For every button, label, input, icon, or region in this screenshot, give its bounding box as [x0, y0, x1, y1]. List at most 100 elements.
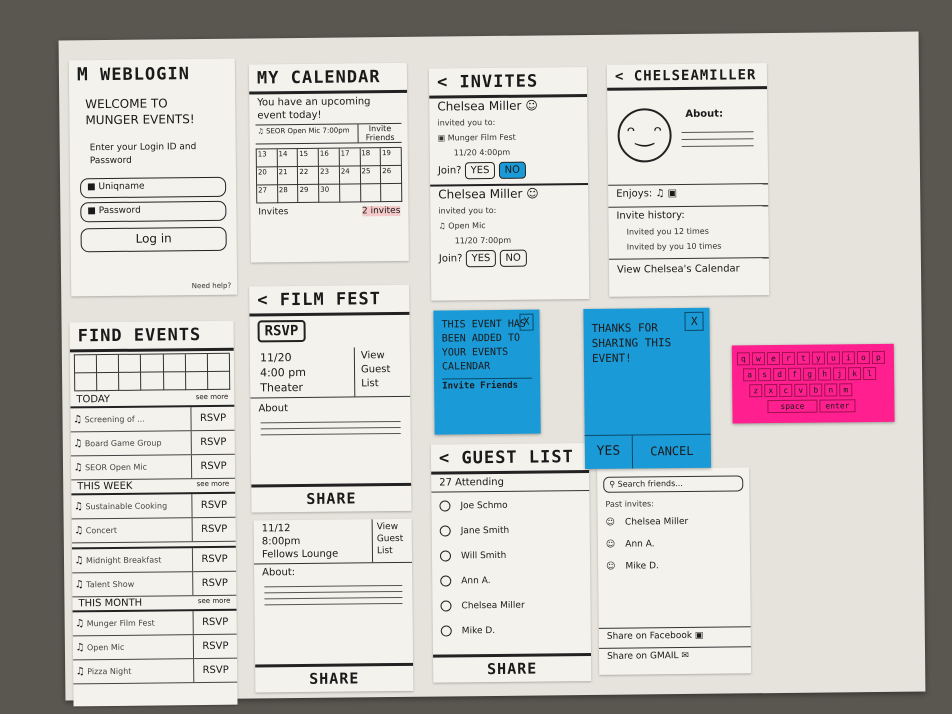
calendar-day[interactable]: 25 [360, 166, 382, 185]
key-o[interactable]: o [856, 351, 871, 365]
event-name[interactable]: Munger Film Fest [86, 618, 155, 628]
enter-key[interactable]: enter [819, 399, 856, 413]
key-u[interactable]: u [826, 351, 841, 365]
calendar-day[interactable] [163, 372, 186, 391]
key-r[interactable]: r [781, 351, 796, 365]
share-button[interactable]: SHARE [251, 482, 412, 513]
calendar-day[interactable] [207, 371, 231, 390]
yes-button[interactable]: YES [465, 249, 497, 268]
calendar-day[interactable]: 24 [339, 166, 361, 185]
checkbox-icon[interactable] [440, 575, 452, 587]
event-name[interactable]: Screening of ... [84, 414, 145, 424]
space-key[interactable]: space [767, 399, 818, 414]
rsvp-button[interactable]: RSVP [192, 634, 238, 659]
past-invite-item[interactable]: ☺Ann A. [606, 532, 742, 555]
event-name[interactable]: Talent Show [86, 579, 135, 589]
inviter-name[interactable]: Chelsea Miller [438, 186, 523, 202]
invite-friends-button[interactable]: Invite Friends [357, 123, 402, 143]
view-calendar-link[interactable]: View Chelsea's Calendar [608, 257, 770, 279]
calendar-day[interactable] [163, 354, 186, 373]
inviter-name[interactable]: Chelsea Miller [437, 98, 522, 114]
rsvp-button[interactable]: RSVP [193, 658, 238, 683]
rsvp-button[interactable]: RSVP [192, 610, 237, 635]
share-button[interactable]: SHARE [433, 652, 592, 683]
rsvp-button[interactable]: RSVP [191, 547, 237, 572]
calendar-day[interactable] [185, 371, 209, 391]
calendar-day[interactable] [97, 372, 120, 392]
yes-button[interactable]: YES [464, 161, 496, 180]
event-name[interactable]: Open Mic [86, 642, 125, 652]
login-button[interactable]: Log in [80, 226, 227, 253]
cancel-button[interactable]: CANCEL [650, 443, 694, 459]
share-gmail-button[interactable]: Share on GMAIL ✉ [598, 646, 752, 665]
find-calendar-grid[interactable] [73, 352, 231, 392]
share-button[interactable]: SHARE [255, 662, 414, 693]
key-i[interactable]: i [841, 351, 856, 365]
event-name[interactable]: Sustainable Cooking [85, 500, 168, 511]
event-name[interactable]: Board Game Group [84, 437, 162, 448]
yes-button[interactable]: YES [584, 435, 634, 470]
calendar-day[interactable]: 13 [256, 149, 278, 168]
rsvp-button[interactable]: RSVP [192, 571, 237, 596]
calendar-day[interactable] [119, 354, 142, 373]
key-z[interactable]: z [749, 384, 763, 398]
see-more-link[interactable]: see more [196, 479, 230, 489]
invite-event[interactable]: Open Mic [448, 221, 486, 231]
calendar-day[interactable]: 26 [381, 165, 403, 185]
key-y[interactable]: y [811, 351, 826, 365]
calendar-day[interactable] [119, 372, 142, 391]
event-name[interactable]: Pizza Night [87, 666, 132, 676]
key-f[interactable]: f [788, 367, 802, 381]
invites-link[interactable]: Invites [258, 207, 289, 218]
calendar-day[interactable] [75, 373, 98, 392]
key-x[interactable]: x [764, 384, 778, 398]
guest-item[interactable]: Chelsea Miller [440, 593, 582, 619]
event-name[interactable]: Concert [85, 525, 118, 535]
rsvp-button[interactable]: RSVP [191, 517, 236, 542]
key-d[interactable]: d [773, 367, 787, 382]
event-name[interactable]: Midnight Breakfast [85, 554, 162, 565]
key-q[interactable]: q [736, 352, 751, 366]
view-guest-list-link[interactable]: View Guest List [371, 518, 413, 563]
invite-friends-link[interactable]: Invite Friends [442, 377, 533, 395]
calendar-day[interactable]: 14 [277, 149, 299, 168]
username-field[interactable]: ■ Uniqname [80, 176, 227, 199]
key-e[interactable]: e [766, 351, 781, 366]
see-more-link[interactable]: see more [195, 392, 229, 402]
help-link[interactable]: Need help? [191, 281, 232, 291]
key-k[interactable]: k [848, 367, 862, 381]
checkbox-icon[interactable] [439, 525, 451, 537]
event-name[interactable]: SEOR Open Mic [84, 462, 148, 472]
invite-event[interactable]: Munger Film Fest [447, 132, 516, 143]
calendar-day[interactable] [97, 354, 120, 374]
calendar-day[interactable] [207, 353, 231, 372]
calendar-day[interactable] [141, 372, 164, 391]
close-icon[interactable]: X [519, 313, 534, 331]
past-invite-item[interactable]: ☺Chelsea Miller [606, 510, 742, 533]
calendar-day[interactable] [74, 355, 98, 374]
calendar-day[interactable]: 22 [298, 166, 320, 186]
calendar-day[interactable]: 23 [319, 166, 340, 185]
calendar-day[interactable]: 18 [360, 148, 382, 167]
see-more-link[interactable]: see more [197, 596, 231, 606]
calendar-day[interactable]: 30 [319, 184, 341, 203]
calendar-day[interactable]: 15 [298, 148, 320, 168]
view-guest-list-link[interactable]: View Guest List [353, 346, 411, 397]
calendar-day[interactable]: 19 [380, 147, 402, 167]
key-a[interactable]: a [743, 368, 757, 382]
calendar-day[interactable]: 16 [318, 148, 340, 167]
event-row[interactable]: ♫Screening of ...RSVP [70, 406, 235, 433]
calendar-day[interactable]: 20 [256, 167, 278, 186]
key-n[interactable]: n [824, 383, 838, 397]
key-l[interactable]: l [863, 366, 877, 381]
key-s[interactable]: s [758, 368, 772, 382]
key-g[interactable]: g [803, 367, 817, 381]
calendar-day[interactable] [185, 353, 208, 373]
calendar-day[interactable] [360, 184, 382, 203]
key-w[interactable]: w [751, 352, 766, 366]
